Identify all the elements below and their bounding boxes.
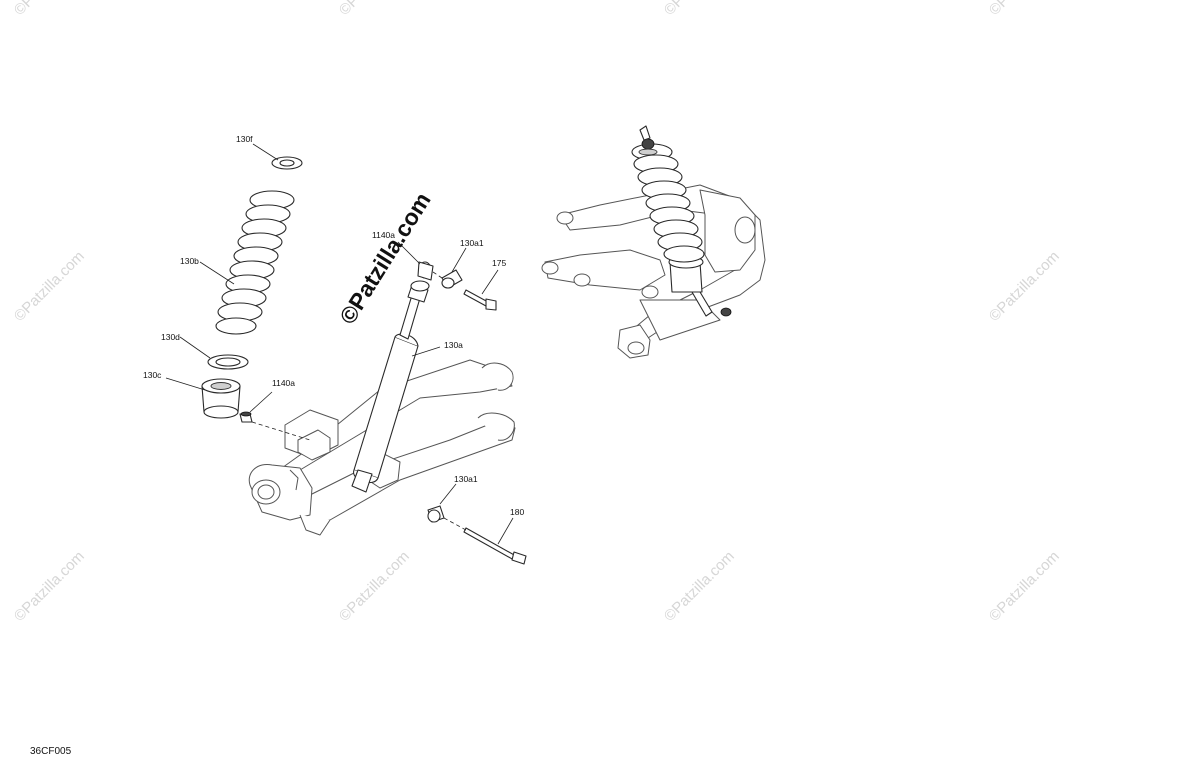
leader-175	[481, 269, 499, 295]
watermark-text: ©Patzilla.com	[986, 0, 1063, 19]
spacer-ring	[207, 354, 249, 370]
assembly-line-left	[251, 421, 311, 441]
coil-spring	[215, 190, 295, 335]
callout-130d: 130d	[161, 332, 180, 342]
nut-left	[239, 411, 253, 423]
bolt-175	[463, 289, 497, 311]
leader-130d	[179, 336, 211, 359]
callout-1140a-top: 1140a	[372, 230, 395, 240]
watermark-bottom-row: ©Patzilla.com ©Patzilla.com ©Patzilla.co…	[11, 548, 1063, 625]
leader-130a1-bottom	[439, 483, 457, 505]
callout-130c: 130c	[143, 370, 162, 380]
spring-retainer-top	[271, 156, 303, 170]
callout-180: 180	[510, 507, 524, 517]
leader-180	[497, 517, 514, 545]
assembly-line-top	[432, 271, 443, 279]
callout-130b: 130b	[180, 256, 199, 266]
leader-130a1-top	[451, 247, 467, 273]
exploded-view-left: 130f 130b 130d 130c 1140a 130a1 175 130a…	[143, 134, 527, 565]
leader-1140a-top	[397, 241, 421, 265]
assembled-view-right	[541, 125, 766, 359]
watermark-text: ©Patzilla.com	[11, 548, 88, 625]
watermark-large: ©Patzilla.com	[334, 188, 435, 329]
bushing-top	[441, 269, 463, 289]
watermark-top-row: ©Patzilla.com ©Patzilla.com ©Patzilla.co…	[11, 0, 1063, 19]
watermark-text: ©Patzilla.com	[11, 248, 88, 325]
leader-130f	[252, 143, 279, 161]
leader-1140a-left	[249, 391, 273, 413]
watermark-text: ©Patzilla.com	[986, 548, 1063, 625]
figure-code: 36CF005	[30, 746, 72, 757]
assembly-line-bottom	[443, 517, 467, 531]
watermark-text: ©Patzilla.com	[661, 548, 738, 625]
watermark-text: ©Patzilla.com	[986, 248, 1063, 325]
shock-absorber	[351, 261, 434, 493]
shock-with-spring-assembled	[631, 125, 732, 317]
watermark-large-group: ©Patzilla.com	[334, 188, 435, 329]
callout-130f: 130f	[236, 134, 253, 144]
callout-1140a-left: 1140a	[272, 378, 295, 388]
adjuster-collar	[201, 378, 241, 419]
callout-130a1-bottom: 130a1	[454, 474, 478, 484]
bushing-bottom	[427, 505, 445, 523]
bolt-180	[463, 527, 527, 565]
callout-130a: 130a	[444, 340, 463, 350]
watermark-text: ©Patzilla.com	[11, 0, 88, 19]
leader-130b	[199, 261, 235, 285]
callout-175: 175	[492, 258, 506, 268]
watermark-text: ©Patzilla.com	[336, 0, 413, 19]
watermark-middle-row: ©Patzilla.com ©Patzilla.com	[11, 248, 1063, 325]
leader-130a	[411, 346, 441, 357]
watermark-text: ©Patzilla.com	[336, 548, 413, 625]
callout-130a1-top: 130a1	[460, 238, 484, 248]
leader-130c	[165, 377, 206, 391]
swing-arm-assembled	[541, 184, 766, 359]
swing-arm-frame	[248, 359, 516, 536]
watermark-text: ©Patzilla.com	[661, 0, 738, 19]
